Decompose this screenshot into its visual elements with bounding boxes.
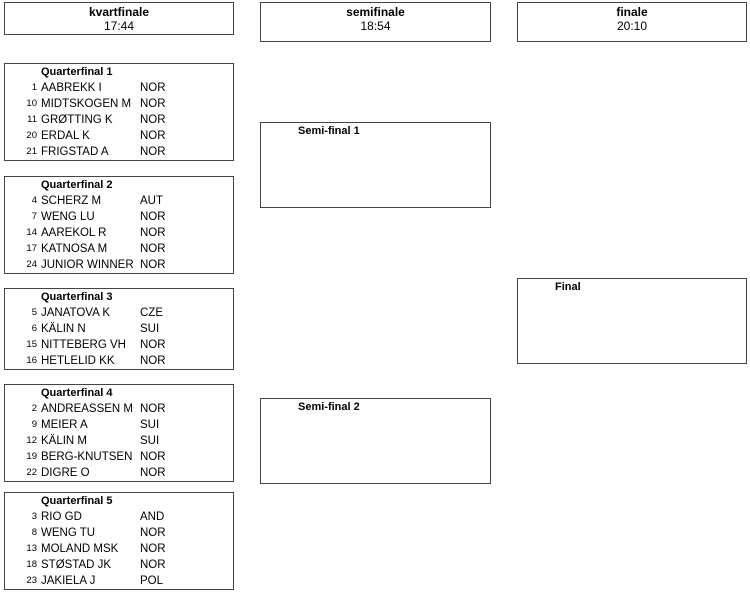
bib-number: 1 [31, 82, 37, 93]
athlete-name: JAKIELA J [41, 575, 96, 587]
nation-code: SUI [140, 419, 160, 431]
quarterfinal-heat-1: Quarterfinal 1 1 AABREKK I NOR 10 MIDTSKOGE… [4, 63, 234, 161]
bib-number: 7 [31, 211, 37, 222]
nation-code: CZE [140, 307, 163, 319]
bib-number: 8 [31, 527, 37, 538]
bib-number: 13 [26, 543, 37, 554]
nation-code: NOR [140, 259, 166, 271]
heat-title: Semi-final 2 [298, 401, 360, 413]
bib-number: 23 [26, 575, 37, 586]
heat-title: Quarterfinal 3 [41, 291, 113, 303]
nation-code: NOR [140, 451, 166, 463]
athlete-name: FRIGSTAD A [41, 146, 109, 158]
athlete-name: JANATOVA K [41, 307, 111, 319]
heat-title: Quarterfinal 5 [41, 495, 113, 507]
athlete-name: MOLAND MSK [41, 543, 119, 555]
athlete-name: MIDTSKOGEN M [41, 98, 132, 110]
nation-code: NOR [140, 339, 166, 351]
bib-number: 12 [26, 435, 37, 446]
nation-code: NOR [140, 82, 166, 94]
nation-code: NOR [140, 527, 166, 539]
nation-code: SUI [140, 435, 160, 447]
bib-number: 2 [31, 403, 37, 414]
athlete-name: AAREKOL R [41, 227, 107, 239]
bib-number: 16 [26, 355, 37, 366]
nation-code: NOR [140, 130, 166, 142]
bib-number: 19 [26, 451, 37, 462]
header-label: kvartfinale [88, 5, 150, 19]
athlete-name: BERG-KNUTSEN [41, 451, 133, 463]
semifinal-heat-1: Semi-final 1 [260, 122, 491, 208]
athlete-name: KÄLIN M [41, 435, 88, 447]
nation-code: NOR [140, 543, 166, 555]
bib-number: 20 [26, 130, 37, 141]
nation-code: SUI [140, 323, 160, 335]
bib-number: 11 [27, 114, 37, 125]
bib-number: 3 [31, 511, 37, 522]
nation-code: AND [140, 511, 165, 523]
nation-code: NOR [140, 467, 166, 479]
bib-number: 4 [31, 195, 37, 206]
nation-code: NOR [140, 243, 166, 255]
quarterfinal-heat-3: Quarterfinal 3 5 JANATOVA K CZE 6 KÄLIN N SU… [4, 288, 234, 370]
bib-number: 10 [26, 98, 37, 109]
heat-title: Final [555, 281, 581, 293]
athlete-name: ERDAL K [41, 130, 90, 142]
athlete-name: WENG LU [41, 211, 95, 223]
athlete-name: STØSTAD JK [41, 559, 112, 571]
nation-code: NOR [140, 355, 166, 367]
athlete-name: MEIER A [41, 419, 88, 431]
nation-code: AUT [140, 195, 163, 207]
semifinal-heat-2: Semi-final 2 [260, 398, 491, 484]
bib-number: 18 [26, 559, 37, 570]
athlete-name: HETLELID KK [41, 355, 115, 367]
header-time: 17:44 [103, 19, 135, 33]
nation-code: NOR [140, 211, 166, 223]
athlete-name: NITTEBERG VH [41, 339, 126, 351]
nation-code: NOR [140, 146, 166, 158]
bib-number: 9 [31, 419, 37, 430]
bib-number: 15 [26, 339, 37, 350]
heat-title: Quarterfinal 1 [41, 66, 113, 78]
heat-title: Semi-final 1 [298, 125, 360, 137]
athlete-name: ANDREASSEN M [41, 403, 134, 415]
bib-number: 14 [26, 227, 37, 238]
quarterfinal-heat-4: Quarterfinal 4 2 ANDREASSEN M NOR 9 MEIER A… [4, 384, 234, 482]
final-heat: Final [517, 278, 747, 364]
bib-number: 5 [31, 307, 37, 318]
athlete-name: KÄLIN N [41, 323, 86, 335]
header-kvartfinale: kvartfinale 17:44 [4, 2, 234, 35]
quarterfinal-heat-5: Quarterfinal 5 3 RIO GD AND 8 WENG TU NOR 13… [4, 492, 234, 590]
nation-code: POL [140, 575, 164, 587]
header-label: semifinale [346, 5, 405, 19]
bib-number: 24 [26, 259, 37, 270]
athlete-name: SCHERZ M [41, 195, 102, 207]
heat-title: Quarterfinal 2 [41, 179, 113, 191]
bib-number: 6 [31, 323, 37, 334]
bib-number: 17 [26, 243, 37, 254]
heat-title: Quarterfinal 4 [41, 387, 113, 399]
header-semifinale: semifinale 18:54 [260, 2, 491, 42]
athlete-name: JUNIOR WINNER [41, 259, 134, 271]
header-finale: finale 20:10 [517, 2, 747, 42]
bib-number: 22 [26, 467, 37, 478]
athlete-name: WENG TU [41, 527, 96, 539]
nation-code: NOR [140, 98, 166, 110]
athlete-name: KATNOSA M [41, 243, 108, 255]
athlete-name: DIGRE O [41, 467, 90, 479]
header-time: 20:10 [616, 19, 648, 33]
nation-code: NOR [140, 114, 166, 126]
nation-code: NOR [140, 403, 166, 415]
bib-number: 21 [26, 146, 37, 157]
nation-code: NOR [140, 559, 166, 571]
athlete-name: RIO GD [41, 511, 82, 523]
athlete-name: GRØTTING K [41, 114, 113, 126]
athlete-name: AABREKK I [41, 82, 102, 94]
header-label: finale [616, 5, 648, 19]
nation-code: NOR [140, 227, 166, 239]
header-time: 18:54 [360, 19, 391, 33]
